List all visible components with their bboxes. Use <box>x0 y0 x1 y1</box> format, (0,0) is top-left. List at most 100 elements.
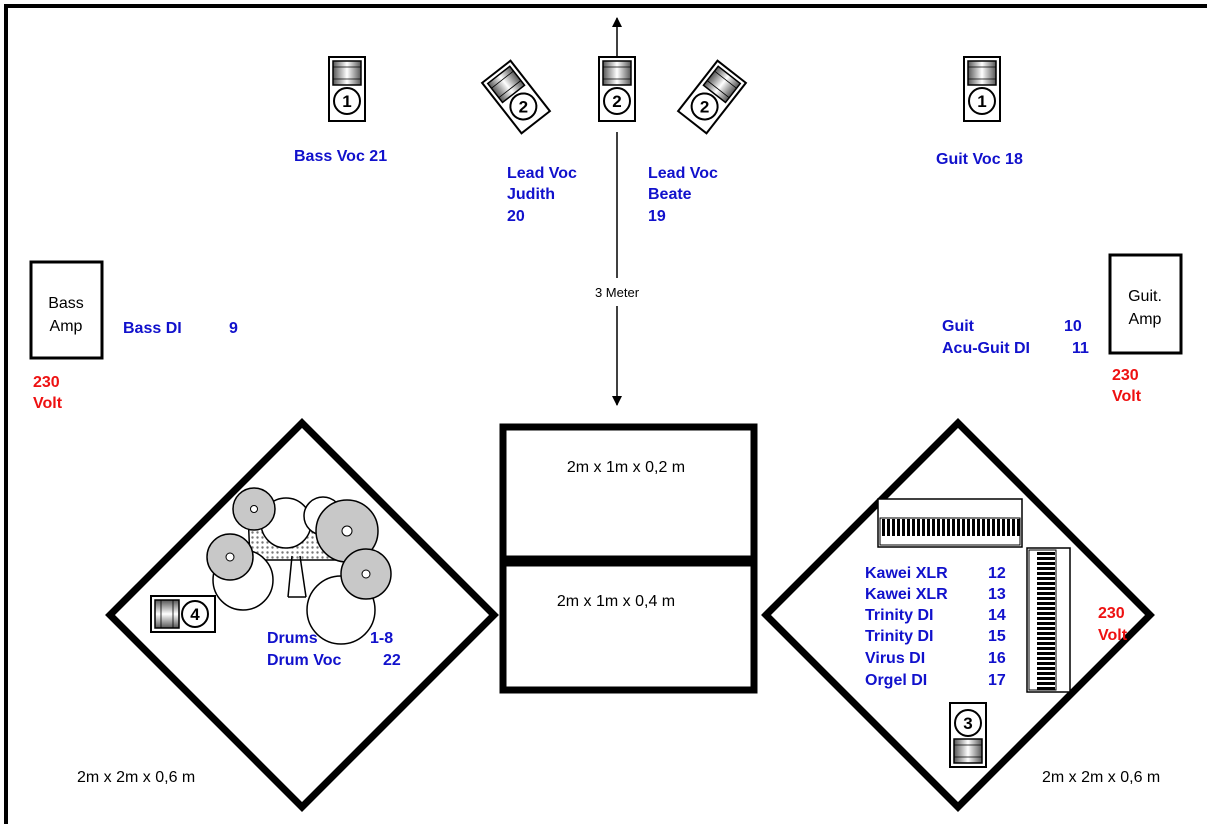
keyboard-key <box>947 519 950 536</box>
drum-voc-channel-number: 22 <box>383 652 401 669</box>
drums-channel-number: 1-8 <box>370 630 393 647</box>
guit-voc-label: Guit Voc 18 <box>936 151 1023 168</box>
monitor-wedge-guitar: 1 <box>963 56 1001 122</box>
keyboard-key <box>932 519 935 536</box>
lead-voc-beate-line2: Beate <box>648 186 692 203</box>
center-riser-bottom-label: 2m x 1m x 0,4 m <box>557 593 675 610</box>
keyboard-key <box>937 519 940 536</box>
monitor-number: 2 <box>519 97 528 116</box>
keyboard-key <box>1037 667 1055 670</box>
keyboard-key <box>1037 562 1055 565</box>
center-riser-bottom <box>499 559 758 694</box>
bass-amp-box <box>29 260 104 360</box>
keys-channel-2-name: Kawei XLR <box>865 586 948 603</box>
keyboard-key <box>1037 597 1055 600</box>
keyboard-key <box>1037 572 1055 575</box>
distance-label: 3 Meter <box>595 285 640 300</box>
drums-channel-name: Drums <box>267 630 318 647</box>
keys-power-line1: 230 <box>1098 605 1125 622</box>
keys-channel-3-name: Trinity DI <box>865 607 933 624</box>
guit-channel-name: Guit <box>942 318 975 335</box>
acu-guit-channel-name: Acu-Guit DI <box>942 340 1030 357</box>
guitar-amp-power-line1: 230 <box>1112 367 1139 384</box>
guit-channel-number: 10 <box>1064 318 1082 335</box>
drum-voc-channel-name: Drum Voc <box>267 652 341 669</box>
keyboard-key <box>1037 682 1055 685</box>
keyboard-key <box>1037 567 1055 570</box>
monitor-wedge-keys: 3 <box>949 702 987 768</box>
keyboard-key <box>1037 612 1055 615</box>
keyboard-key <box>972 519 975 536</box>
bass-amp-label-line1: Bass <box>48 295 84 312</box>
keys-channel-5-name: Virus DI <box>865 650 925 667</box>
drum-riser <box>105 418 499 812</box>
bass-amp-power-line1: 230 <box>33 374 60 391</box>
keyboard-key <box>1037 657 1055 660</box>
keys-channel-5-number: 16 <box>988 650 1006 667</box>
monitor-wedge-lead-left: 2 <box>481 59 551 135</box>
keyboard-key <box>1037 592 1055 595</box>
center-riser-top <box>499 423 758 563</box>
keyboard-key <box>982 519 985 536</box>
keyboard-key <box>1037 677 1055 680</box>
keys-channel-4-name: Trinity DI <box>865 628 933 645</box>
monitor-wedge-lead-center: 2 <box>598 56 636 122</box>
keyboard-key <box>1037 617 1055 620</box>
keyboard-key <box>887 519 890 536</box>
drum-riser-label: 2m x 2m x 0,6 m <box>77 769 195 786</box>
keyboard-horizontal-icon <box>877 498 1023 548</box>
bass-di-name: Bass DI <box>123 320 182 337</box>
guitar-amp-label-line2: Amp <box>1129 311 1162 328</box>
monitor-number: 2 <box>700 97 709 116</box>
keyboard-key <box>912 519 915 536</box>
lead-voc-beate-line1: Lead Voc <box>648 165 718 182</box>
monitor-number: 2 <box>612 92 621 111</box>
guitar-amp-label-line1: Guit. <box>1128 288 1162 305</box>
keys-channel-3-number: 14 <box>988 607 1006 624</box>
keyboard-key <box>957 519 960 536</box>
lead-voc-beate-line3: 19 <box>648 208 666 225</box>
stage-outline <box>4 4 1207 824</box>
keys-riser <box>761 418 1155 812</box>
keys-channel-2-number: 13 <box>988 586 1006 603</box>
lead-voc-judith-line1: Lead Voc <box>507 165 577 182</box>
monitor-wedge-lead-right: 2 <box>677 59 747 135</box>
keyboard-key <box>952 519 955 536</box>
keyboard-key <box>907 519 910 536</box>
keys-power-line2: Volt <box>1098 627 1128 644</box>
keys-channel-6-number: 17 <box>988 672 1006 689</box>
keyboard-key <box>1037 647 1055 650</box>
keyboard-key <box>917 519 920 536</box>
keyboard-key <box>1037 632 1055 635</box>
keyboard-key <box>1007 519 1010 536</box>
keyboard-key <box>1037 587 1055 590</box>
guitar-amp-power-line2: Volt <box>1112 388 1142 405</box>
bass-voc-label: Bass Voc 21 <box>294 148 387 165</box>
keyboard-key <box>1017 519 1020 536</box>
keyboard-key <box>1037 607 1055 610</box>
keyboard-key <box>1037 582 1055 585</box>
keyboard-key <box>997 519 1000 536</box>
keyboard-key <box>1012 519 1015 536</box>
keyboard-key <box>967 519 970 536</box>
keyboard-key <box>1037 622 1055 625</box>
keyboard-key <box>1037 662 1055 665</box>
keyboard-key <box>882 519 885 536</box>
keyboard-key <box>1037 642 1055 645</box>
keyboard-key <box>1037 637 1055 640</box>
monitor-number: 4 <box>190 605 200 624</box>
keyboard-key <box>1037 672 1055 675</box>
keyboard-key <box>1037 687 1055 690</box>
keyboard-key <box>1037 627 1055 630</box>
keyboard-key <box>1037 652 1055 655</box>
keyboard-key <box>897 519 900 536</box>
keyboard-key <box>927 519 930 536</box>
keyboard-key <box>1037 557 1055 560</box>
keyboard-key <box>1037 602 1055 605</box>
bass-amp-power-line2: Volt <box>33 395 63 412</box>
acu-guit-channel-number: 11 <box>1072 340 1089 357</box>
keyboard-key <box>987 519 990 536</box>
keys-channel-6-name: Orgel DI <box>865 672 927 689</box>
